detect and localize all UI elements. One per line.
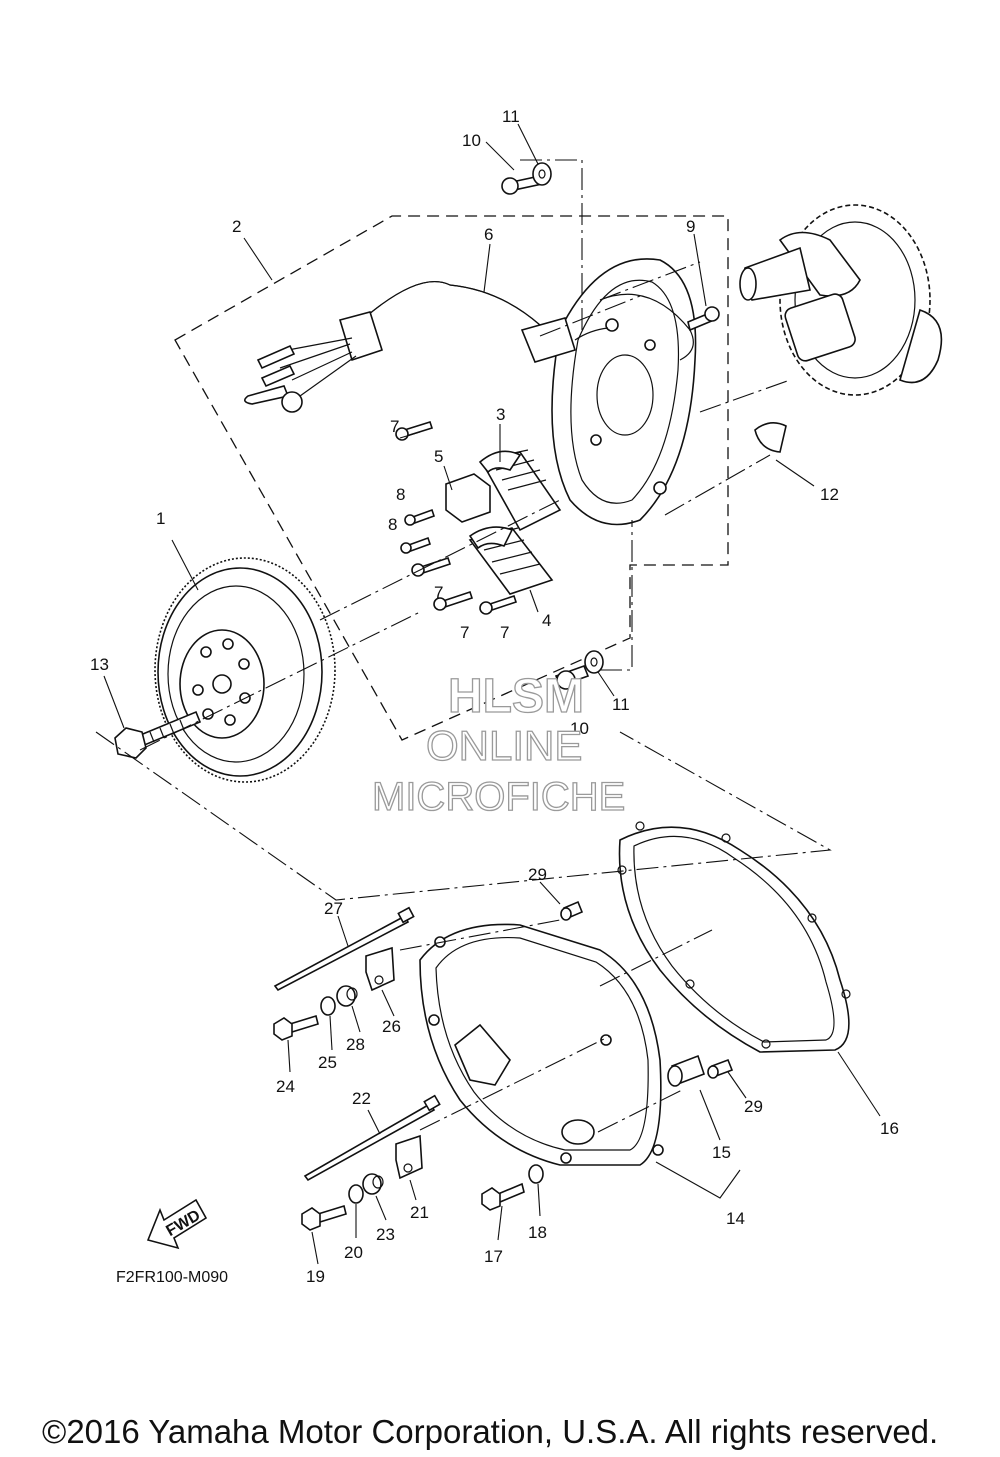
clamp-21 xyxy=(395,1134,423,1180)
woodruff-key xyxy=(754,422,787,453)
callout-10-bottom: 10 xyxy=(570,719,589,738)
bolt-17 xyxy=(481,1182,525,1211)
cover-gasket xyxy=(617,821,851,1053)
bolt-19 xyxy=(301,1204,347,1231)
callout-26: 26 xyxy=(382,1017,401,1036)
callout-23: 23 xyxy=(376,1225,395,1244)
screw-7d xyxy=(479,594,518,615)
washer-25 xyxy=(320,996,336,1016)
stator-coil-upper xyxy=(478,449,562,532)
dowel-29-right xyxy=(707,1058,734,1079)
callout-20: 20 xyxy=(344,1243,363,1262)
washer-18 xyxy=(528,1164,544,1184)
lead-wire xyxy=(244,281,694,413)
clamp-26 xyxy=(365,946,395,992)
washer-11-bottom xyxy=(584,650,604,674)
screw-8b xyxy=(400,536,432,554)
leader-lines xyxy=(103,123,881,1265)
watermark-line-2: ONLINE xyxy=(426,722,582,769)
washer-11-top xyxy=(532,162,552,186)
cable-tie-27 xyxy=(273,906,415,992)
screw-9 xyxy=(687,306,720,332)
callout-10-top: 10 xyxy=(462,131,481,150)
callout-12: 12 xyxy=(820,485,839,504)
callout-9: 9 xyxy=(686,217,695,236)
callout-7d: 7 xyxy=(500,623,509,642)
stator-assembly-boundary xyxy=(174,215,729,741)
screw-10-bottom xyxy=(554,664,590,690)
callout-27: 27 xyxy=(324,899,343,918)
stator-base xyxy=(551,258,697,526)
callout-17: 17 xyxy=(484,1247,503,1266)
callout-14: 14 xyxy=(726,1209,745,1228)
callout-7b: 7 xyxy=(434,583,443,602)
callout-labels: 1 2 3 4 5 6 7 8 8 7 7 7 9 10 11 10 11 12… xyxy=(90,107,899,1286)
callout-25: 25 xyxy=(318,1053,337,1072)
washer-20 xyxy=(348,1184,364,1204)
callout-18: 18 xyxy=(528,1223,547,1242)
callout-6: 6 xyxy=(484,225,493,244)
stator-coil-lower xyxy=(468,526,554,595)
collar-23 xyxy=(362,1173,384,1195)
callout-29-right: 29 xyxy=(744,1097,763,1116)
callout-29-top: 29 xyxy=(528,865,547,884)
watermark-line-1: HLSM xyxy=(448,670,584,723)
callout-21: 21 xyxy=(410,1203,429,1222)
crankcase-cover xyxy=(419,923,664,1166)
callout-8b: 8 xyxy=(388,515,397,534)
pickup-coil xyxy=(445,473,491,523)
callout-1: 1 xyxy=(156,509,165,528)
screw-7b xyxy=(411,556,452,577)
callout-7c: 7 xyxy=(460,623,469,642)
assembly-lines xyxy=(95,159,832,1133)
crankshaft xyxy=(739,204,943,396)
flywheel-rotor xyxy=(154,557,336,783)
callout-7a: 7 xyxy=(390,417,399,436)
dowel-29-top xyxy=(560,900,584,921)
callout-24: 24 xyxy=(276,1077,295,1096)
collar-28 xyxy=(336,985,358,1007)
callout-15: 15 xyxy=(712,1143,731,1162)
watermark: HLSM ONLINE MICROFICHE xyxy=(371,669,626,819)
screw-8a xyxy=(404,508,436,526)
callout-13: 13 xyxy=(90,655,109,674)
callout-8a: 8 xyxy=(396,485,405,504)
fwd-arrow-icon: FWD xyxy=(146,1198,208,1250)
copyright-notice: ©2016 Yamaha Motor Corporation, U.S.A. A… xyxy=(42,1413,938,1450)
callout-4: 4 xyxy=(542,611,551,630)
bolt-24 xyxy=(273,1014,319,1041)
callout-19: 19 xyxy=(306,1267,325,1286)
callout-16: 16 xyxy=(880,1119,899,1138)
screw-7c xyxy=(433,590,474,611)
callout-5: 5 xyxy=(434,447,443,466)
callout-22: 22 xyxy=(352,1089,371,1108)
callout-28: 28 xyxy=(346,1035,365,1054)
cable-tie-22 xyxy=(303,1094,441,1182)
diagram-code: F2FR100-M090 xyxy=(116,1269,228,1286)
callout-3: 3 xyxy=(496,405,505,424)
callout-2: 2 xyxy=(232,217,241,236)
flywheel-bolt xyxy=(114,710,202,759)
dowel-15 xyxy=(667,1054,706,1087)
callout-11-top: 11 xyxy=(502,107,520,126)
callout-11-bottom: 11 xyxy=(612,695,630,714)
watermark-line-3: MICROFICHE xyxy=(372,775,625,819)
